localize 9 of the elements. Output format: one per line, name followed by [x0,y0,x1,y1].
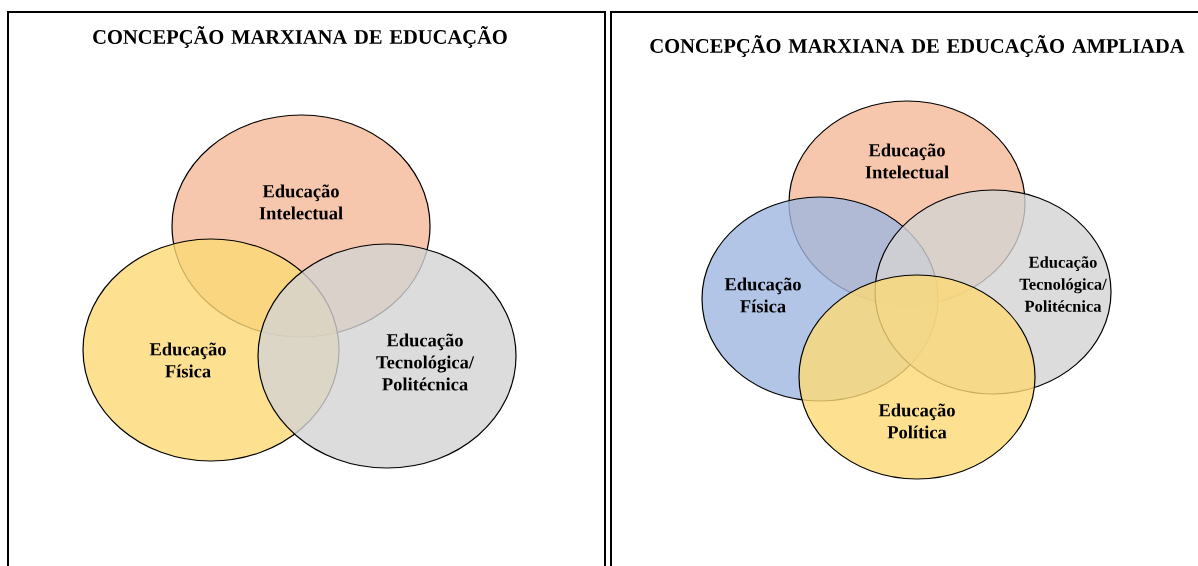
ellipse-label: Educação Física [724,277,801,313]
ellipse-label: Educação Tecnológica/ Politécnica [1019,256,1107,312]
ellipse-label: Educação Intelectual [259,184,343,220]
ellipse-label: Educação Tecnológica/ Politécnica [376,333,475,391]
panel-title: CONCEPÇÃO MARXIANA DE EDUCAÇÃO AMPLIADA [650,35,1185,57]
ellipse-label: Educação Física [149,342,226,378]
panel-title: CONCEPÇÃO MARXIANA DE EDUCAÇÃO [93,26,507,48]
ellipse-label: Educação Intelectual [865,143,949,179]
ellipse-label: Educação Política [878,403,955,439]
